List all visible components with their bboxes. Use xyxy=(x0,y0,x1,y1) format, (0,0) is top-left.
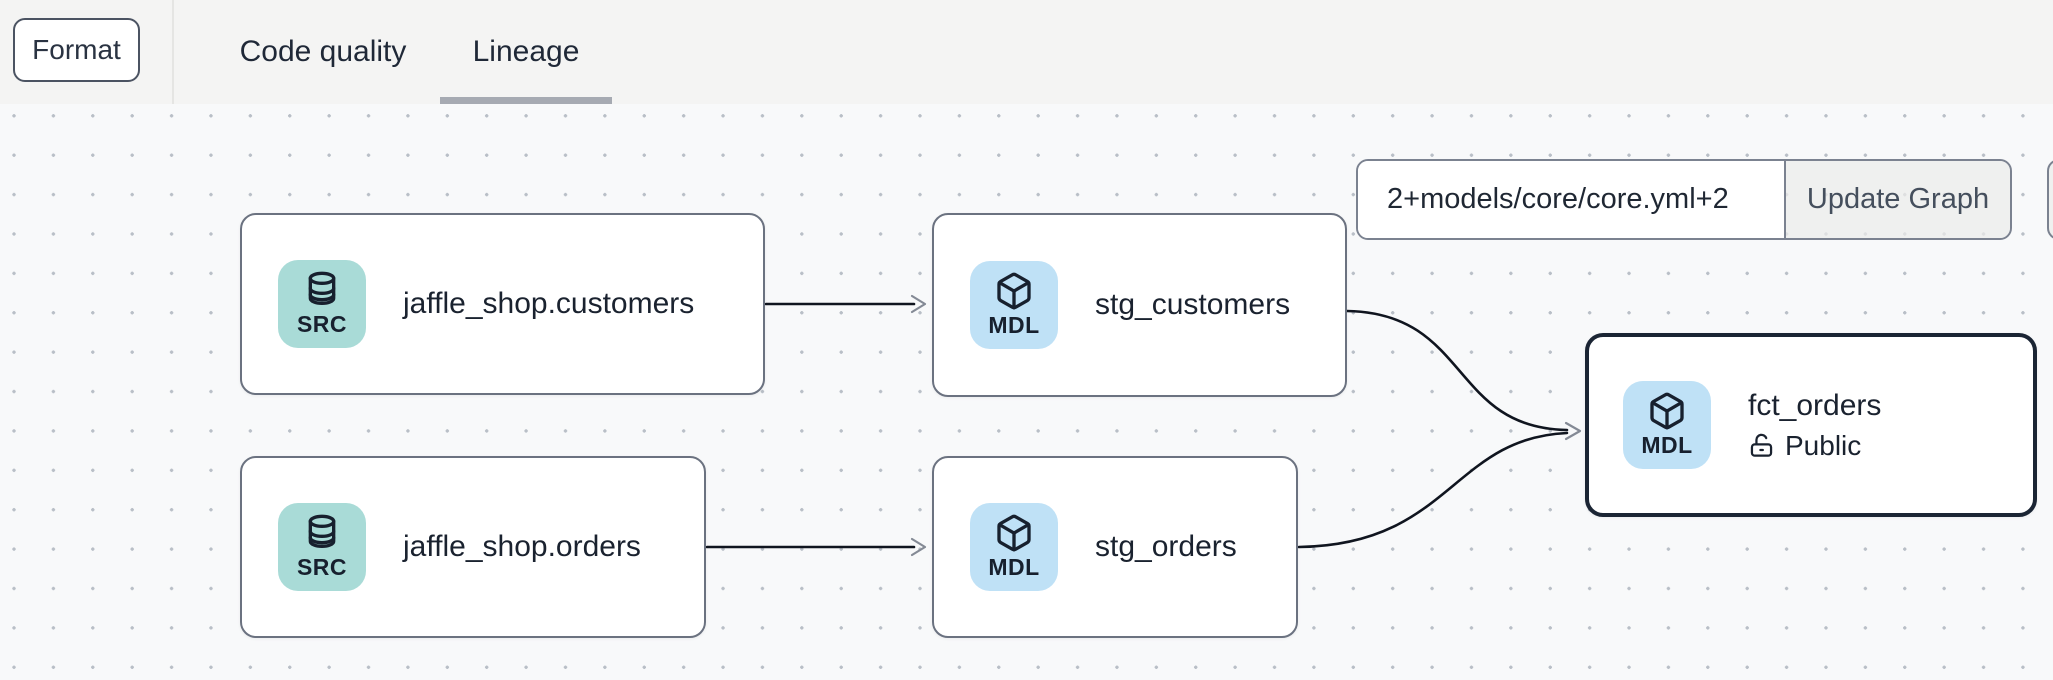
node-jaffle-shop-orders[interactable]: SRC jaffle_shop.orders xyxy=(240,456,706,638)
cube-icon xyxy=(997,514,1031,552)
database-icon xyxy=(308,514,336,548)
node-title: jaffle_shop.customers xyxy=(403,287,695,320)
lock-open-icon xyxy=(1750,433,1773,457)
badge-label: SRC xyxy=(296,311,348,337)
badge-label: MDL xyxy=(1641,432,1693,458)
node-jaffle-shop-customers[interactable]: SRC jaffle_shop.customers xyxy=(240,213,765,395)
node-stg-orders[interactable]: MDL stg_orders xyxy=(932,456,1298,638)
model-badge: MDL xyxy=(1623,381,1711,469)
top-toolbar: Format Code quality Lineage xyxy=(0,0,2053,104)
toolbar-partial-button[interactable] xyxy=(2047,159,2053,240)
model-badge: MDL xyxy=(970,503,1058,591)
access-label: Public xyxy=(1785,429,1862,461)
update-graph-button[interactable]: Update Graph xyxy=(1784,161,2010,238)
cube-icon xyxy=(1650,392,1684,430)
badge-label: MDL xyxy=(988,312,1040,338)
node-meta: fct_orders Public xyxy=(1748,389,1881,462)
node-title: fct_orders xyxy=(1748,388,1882,422)
node-fct-orders[interactable]: MDL fct_orders Public xyxy=(1585,333,2037,517)
cube-icon xyxy=(997,272,1031,310)
selector-input[interactable] xyxy=(1358,161,1784,238)
database-icon xyxy=(308,271,336,305)
node-title: stg_customers xyxy=(1095,288,1291,321)
model-selector-group: Update Graph xyxy=(1356,159,2012,240)
source-badge: SRC xyxy=(278,260,366,348)
toolbar-divider xyxy=(172,0,174,104)
node-title: jaffle_shop.orders xyxy=(403,530,641,563)
active-tab-underline xyxy=(440,97,612,104)
format-button[interactable]: Format xyxy=(13,18,140,82)
tab-lineage[interactable]: Lineage xyxy=(472,35,580,68)
node-stg-customers[interactable]: MDL stg_customers xyxy=(932,213,1347,397)
source-badge: SRC xyxy=(278,503,366,591)
model-badge: MDL xyxy=(970,261,1058,349)
tab-code-quality[interactable]: Code quality xyxy=(239,35,407,68)
node-title: stg_orders xyxy=(1095,530,1237,563)
access-row: Public xyxy=(1748,430,1881,462)
badge-label: MDL xyxy=(988,554,1040,580)
badge-label: SRC xyxy=(296,554,348,580)
